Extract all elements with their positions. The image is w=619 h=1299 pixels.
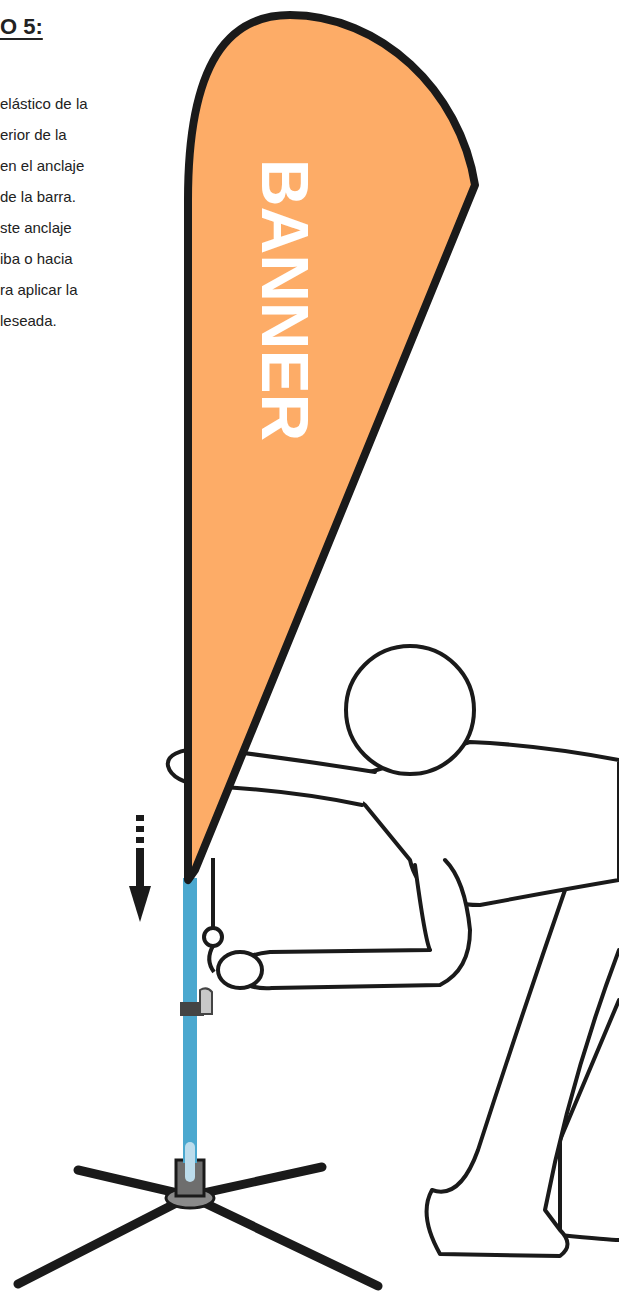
instruction-line: ste anclaje	[0, 212, 88, 243]
instruction-line: de la barra.	[0, 181, 88, 212]
step-heading: O 5:	[0, 14, 43, 40]
instruction-line: ra aplicar la	[0, 274, 88, 305]
banner-flag: BANNER	[180, 5, 480, 890]
banner-text: BANNER	[252, 159, 318, 441]
instruction-line: leseada.	[0, 305, 88, 336]
cord-end	[209, 946, 214, 972]
banner-outline	[180, 5, 480, 890]
instruction-text: elástico de la erior de la en el anclaje…	[0, 88, 88, 336]
instruction-line: erior de la	[0, 119, 88, 150]
clamp-lever	[200, 988, 212, 1014]
pole	[183, 878, 197, 1163]
down-arrow	[129, 815, 151, 922]
cord	[211, 858, 215, 928]
banner-shape	[188, 15, 475, 880]
instruction-line: iba o hacia	[0, 243, 88, 274]
instruction-line: en el anclaje	[0, 150, 88, 181]
instruction-line: elástico de la	[0, 88, 88, 119]
cord-ring	[204, 928, 222, 946]
pole-lower-segment	[185, 1142, 195, 1182]
hand	[218, 952, 262, 988]
